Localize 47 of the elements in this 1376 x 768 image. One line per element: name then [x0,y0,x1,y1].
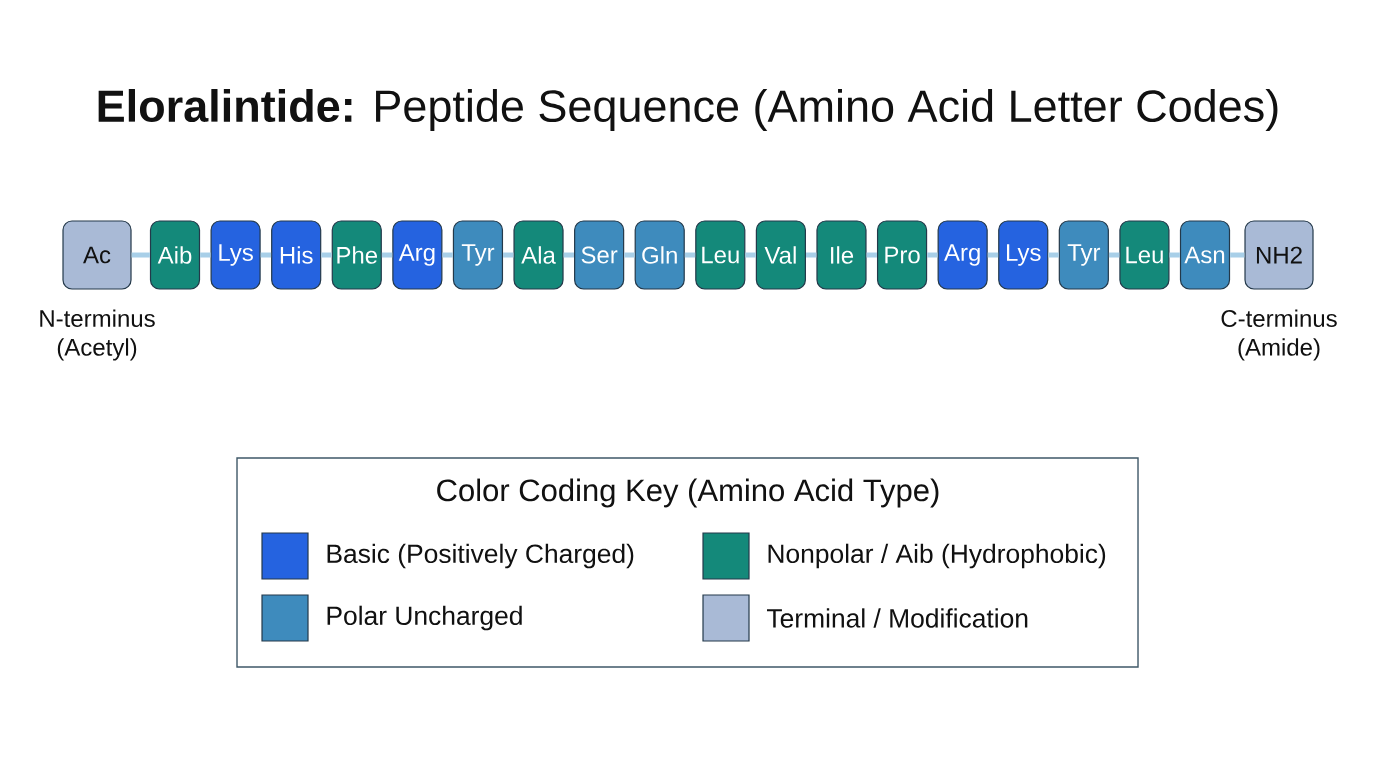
connector-line [200,252,211,258]
connector-line [1108,252,1120,258]
legend-text: Polar Uncharged [327,605,522,631]
sequence-box: Val [755,220,806,290]
sequence-box: Ala [513,220,564,290]
sequence-box: Gln [634,220,685,290]
sequence-box: NH2 [1244,220,1314,290]
sequence-box: Phe [331,220,382,290]
connector-line [745,252,756,258]
legend-text: Nonpolar / Aib (Hydrophobic) [768,543,1106,569]
terminus-label: N-terminus (Acetyl) [40,309,155,361]
sequence-box: Tyr [1058,220,1109,290]
sequence-box: Leu [695,220,746,290]
connector-line [927,252,938,258]
sequence-box: Arg [937,220,988,290]
connector-line [131,252,150,258]
legend-title: Color Coding Key (Amino Acid Type) [437,478,939,508]
sequence-box: His [271,220,322,290]
connector-line [503,252,514,258]
connector-line [866,252,877,258]
connector-line [563,252,575,258]
sequence-box: Lys [210,220,261,290]
sequence-box: Arg [392,220,443,290]
sequence-box: Asn [1179,220,1231,290]
connector-line [1169,252,1180,258]
connector-line [1048,252,1059,258]
sequence-box: Tyr [452,220,504,290]
terminus-label: C-terminus (Amide) [1221,309,1337,361]
connector-line [1230,252,1245,258]
connector-line [806,252,817,258]
sequence-box: Leu [1119,220,1170,290]
connector-line [442,252,453,258]
connector-line [321,252,332,258]
sequence-box: Aib [149,220,201,290]
legend-text: Basic (Positively Charged) [327,543,634,569]
legend-text: Terminal / Modification [767,608,1028,628]
connector-line [987,252,999,258]
connector-line [260,252,272,258]
connector-line [624,252,635,258]
sequence-box: Ac [62,220,132,290]
sequence-box: Pro [876,220,928,290]
sequence-box: Ser [574,220,625,290]
sequence-box: Lys [998,220,1049,290]
connector-line [684,252,696,258]
connector-line [381,252,393,258]
sequence-box: Ile [816,220,867,290]
title: Eloralintide: Peptide Sequence (Amino Acid Letter Codes) [98,89,1278,131]
